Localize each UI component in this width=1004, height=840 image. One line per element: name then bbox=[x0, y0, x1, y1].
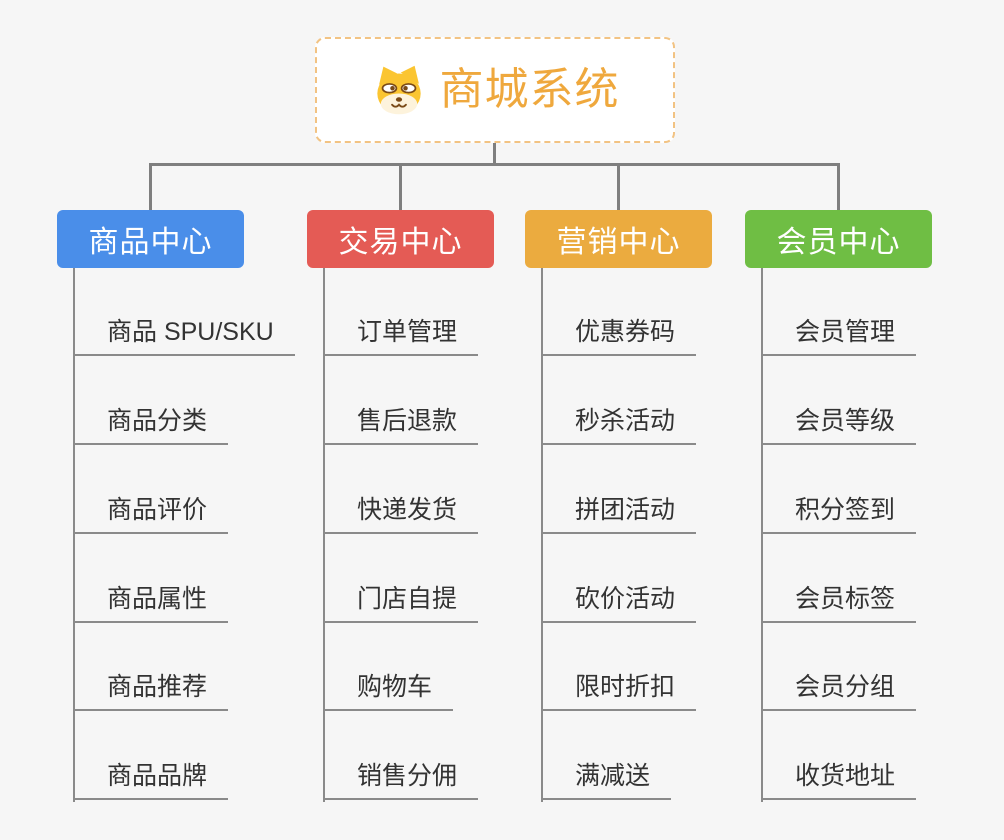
leaf-node[interactable]: 会员管理 bbox=[761, 310, 917, 356]
leaf-node[interactable]: 商品分类 bbox=[73, 399, 229, 445]
leaf-node[interactable]: 商品推荐 bbox=[73, 665, 229, 711]
branch-drop-line bbox=[617, 163, 620, 211]
leaf-node[interactable]: 售后退款 bbox=[323, 399, 479, 445]
leaf-node[interactable]: 拼团活动 bbox=[541, 488, 697, 534]
root-node-mall-system[interactable]: 商城系统 bbox=[315, 37, 675, 143]
leaf-node[interactable]: 会员分组 bbox=[761, 665, 917, 711]
leaf-node[interactable]: 商品属性 bbox=[73, 577, 229, 623]
leaf-node[interactable]: 商品 SPU/SKU bbox=[73, 310, 295, 356]
leaf-node[interactable]: 会员等级 bbox=[761, 399, 917, 445]
branch-drop-line bbox=[399, 163, 402, 211]
leaf-node[interactable]: 商品评价 bbox=[73, 488, 229, 534]
leaf-node[interactable]: 秒杀活动 bbox=[541, 399, 697, 445]
branch-drop-line bbox=[837, 163, 840, 211]
leaf-node[interactable]: 收货地址 bbox=[761, 754, 917, 800]
leaf-node[interactable]: 快递发货 bbox=[323, 488, 479, 534]
leaf-node[interactable]: 订单管理 bbox=[323, 310, 479, 356]
leaf-node[interactable]: 销售分佣 bbox=[323, 754, 479, 800]
branch-node-member-center[interactable]: 会员中心 bbox=[745, 210, 932, 268]
leaf-node[interactable]: 优惠券码 bbox=[541, 310, 697, 356]
branch-label: 营销中心 bbox=[556, 226, 681, 259]
root-node-title: 商城系统 bbox=[439, 65, 620, 114]
leaf-node[interactable]: 购物车 bbox=[323, 665, 454, 711]
branch-trunk-line bbox=[323, 268, 325, 802]
branch-label: 会员中心 bbox=[776, 226, 901, 259]
leaf-node[interactable]: 限时折扣 bbox=[541, 665, 697, 711]
branch-label: 商品中心 bbox=[88, 226, 213, 259]
branch-node-trade-center[interactable]: 交易中心 bbox=[307, 210, 494, 268]
branch-trunk-line bbox=[761, 268, 763, 802]
leaf-node[interactable]: 门店自提 bbox=[323, 577, 479, 623]
branch-trunk-line bbox=[541, 268, 543, 802]
branch-node-product-center[interactable]: 商品中心 bbox=[57, 210, 244, 268]
branch-label: 交易中心 bbox=[338, 226, 463, 259]
root-connector-line bbox=[493, 143, 496, 164]
leaf-node[interactable]: 会员标签 bbox=[761, 577, 917, 623]
branch-trunk-line bbox=[73, 268, 75, 802]
branch-bus-line bbox=[149, 163, 840, 166]
leaf-node[interactable]: 商品品牌 bbox=[73, 754, 229, 800]
leaf-node[interactable]: 积分签到 bbox=[761, 488, 917, 534]
branch-node-marketing-center[interactable]: 营销中心 bbox=[525, 210, 712, 268]
leaf-node[interactable]: 满减送 bbox=[541, 754, 672, 800]
dog-face-icon bbox=[376, 65, 421, 115]
leaf-node[interactable]: 砍价活动 bbox=[541, 577, 697, 623]
branch-drop-line bbox=[149, 163, 152, 211]
